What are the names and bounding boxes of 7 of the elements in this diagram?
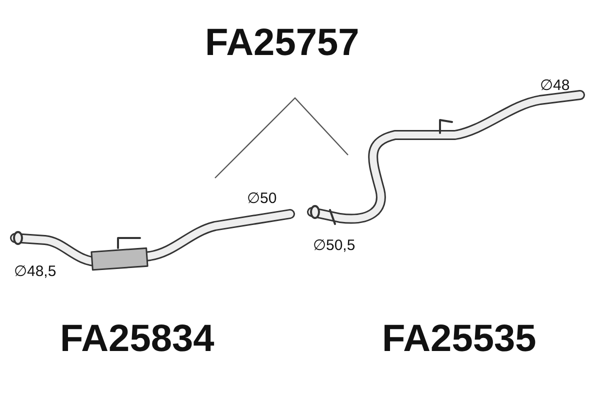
part-number: FA25834 bbox=[60, 318, 214, 361]
part-number: FA25535 bbox=[382, 318, 536, 361]
dimension-label: ∅50 bbox=[247, 189, 277, 207]
part-number: FA25757 bbox=[205, 22, 360, 65]
dimension-label: ∅48,5 bbox=[14, 262, 56, 280]
dimension-label: ∅48 bbox=[540, 76, 570, 94]
dimension-label: ∅50,5 bbox=[313, 236, 356, 254]
